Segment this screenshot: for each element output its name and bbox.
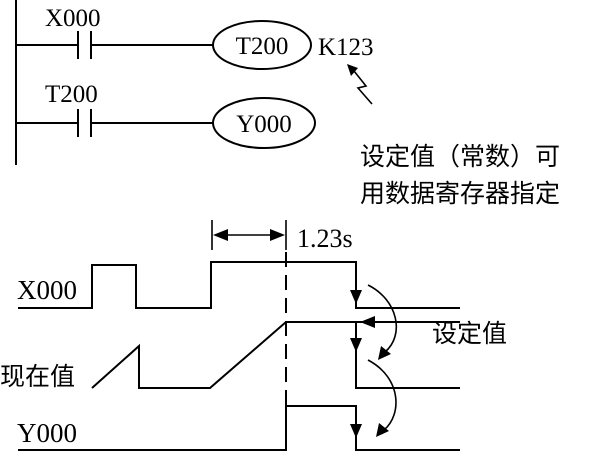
curved-arrow-1-head — [378, 346, 391, 360]
curved-arrow-2 — [367, 359, 397, 431]
current-value-waveform — [91, 321, 460, 389]
x000-signal-label: X000 — [17, 275, 77, 305]
setpoint-label: 设定值 — [432, 319, 507, 348]
current-value-label: 现在值 — [0, 362, 75, 391]
x000-waveform — [18, 261, 460, 309]
rung2-contact-label: T200 — [45, 81, 98, 108]
rung2-coil — [212, 97, 316, 149]
note-line-2: 用数据寄存器指定 — [360, 179, 560, 208]
lightning-arrow-head — [347, 64, 358, 76]
rung-1: X000 T200 K123 — [16, 5, 374, 70]
rung1-coil — [212, 20, 312, 70]
rung2-coil-label: Y000 — [236, 111, 292, 138]
causal-arrow-down-1-head — [350, 290, 362, 304]
dim-arrow-left — [213, 229, 228, 241]
note-line-1: 设定值（常数）可 — [360, 142, 560, 171]
curved-arrow-1 — [367, 284, 398, 353]
y000-signal-label: Y000 — [17, 418, 77, 448]
timer-constant-label: K123 — [318, 34, 374, 61]
dim-arrow-right — [270, 229, 285, 241]
rung-2: T200 Y000 — [16, 81, 316, 149]
rung1-coil-label: T200 — [236, 33, 289, 60]
setpoint-arrow-head — [360, 316, 375, 328]
causal-arrow-down-2-head — [350, 338, 362, 352]
time-dimension: 1.23s — [211, 220, 353, 253]
causal-arrow-down-3-head — [350, 424, 362, 438]
y000-waveform — [18, 405, 460, 451]
curved-arrow-2-head — [376, 423, 389, 437]
lightning-arrow — [353, 70, 373, 105]
rung1-contact-label: X000 — [45, 5, 101, 32]
time-label: 1.23s — [297, 224, 353, 253]
